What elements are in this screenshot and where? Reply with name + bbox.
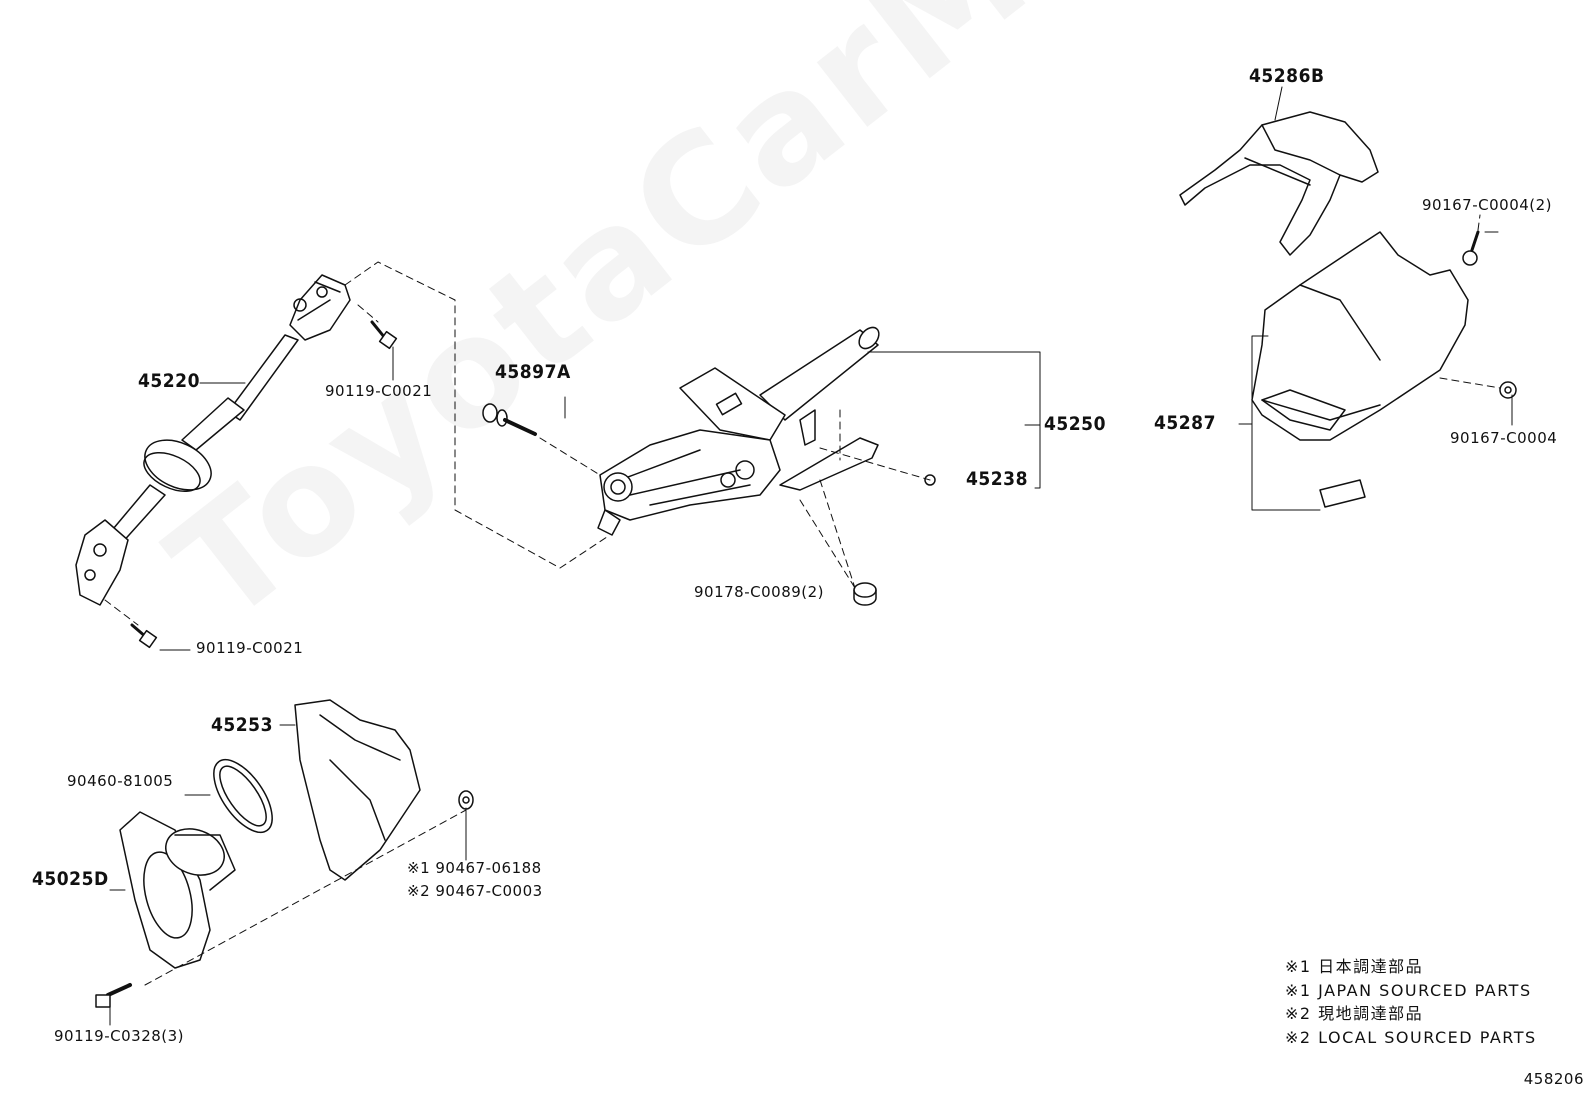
part-label-90467-06188: ※1 90467-06188 <box>407 859 542 877</box>
part-label-45287: 45287 <box>1154 412 1216 434</box>
screw-90167-c0004-top <box>1462 230 1480 266</box>
nut-90467 <box>458 790 474 810</box>
bolt-90119-c0328 <box>95 983 132 1008</box>
intermediate-shaft-drawing <box>75 274 351 606</box>
part-label-90119-c0021-bottom: 90119-C0021 <box>196 639 304 657</box>
legend: ※1 日本調達部品 ※1 JAPAN SOURCED PARTS ※2 現地調達… <box>1285 955 1537 1049</box>
part-label-90467-c0003: ※2 90467-C0003 <box>407 882 543 900</box>
bolt-45897a <box>482 403 537 436</box>
part-label-45250: 45250 <box>1044 413 1106 435</box>
bolt-90119-c0021-top <box>370 320 398 350</box>
dashed-leader-lines <box>104 214 1501 986</box>
part-label-45238: 45238 <box>966 468 1028 490</box>
boot-assembly-drawing <box>119 811 236 969</box>
upper-column-cover-drawing <box>1179 111 1379 256</box>
seal-ring-drawing <box>213 758 273 834</box>
legend-line-3: ※2 現地調達部品 <box>1285 1004 1424 1023</box>
bolt-90119-c0021-bottom <box>130 623 158 649</box>
part-label-90119-c0021-top: 90119-C0021 <box>325 382 433 400</box>
legend-line-2: ※1 JAPAN SOURCED PARTS <box>1285 980 1532 1000</box>
diagram-code: 458206 <box>1523 1070 1584 1088</box>
nut-90178-c0089 <box>853 582 877 606</box>
part-label-45897a: 45897A <box>495 361 571 383</box>
part-label-90119-c0328-3: 90119-C0328(3) <box>54 1027 185 1045</box>
leader-lines <box>109 86 1513 1026</box>
part-label-90167-c0004-2: 90167-C0004(2) <box>1422 196 1553 214</box>
lower-column-cover-drawing <box>1251 231 1469 508</box>
part-label-90167-c0004: 90167-C0004 <box>1450 429 1558 447</box>
legend-line-4: ※2 LOCAL SOURCED PARTS <box>1285 1027 1537 1047</box>
part-label-90460-81005: 90460-81005 <box>67 772 174 790</box>
part-label-90178-c0089-2: 90178-C0089(2) <box>694 583 825 601</box>
column-hole-cover-drawing <box>294 699 421 881</box>
part-label-45025d: 45025D <box>32 868 109 890</box>
part-label-45220: 45220 <box>138 370 200 392</box>
part-label-45286b: 45286B <box>1249 65 1325 87</box>
screw-90167-c0004-right <box>1499 381 1517 399</box>
steering-column-drawing <box>597 326 880 536</box>
legend-line-1: ※1 日本調達部品 <box>1285 957 1424 976</box>
part-label-45253: 45253 <box>211 714 273 736</box>
